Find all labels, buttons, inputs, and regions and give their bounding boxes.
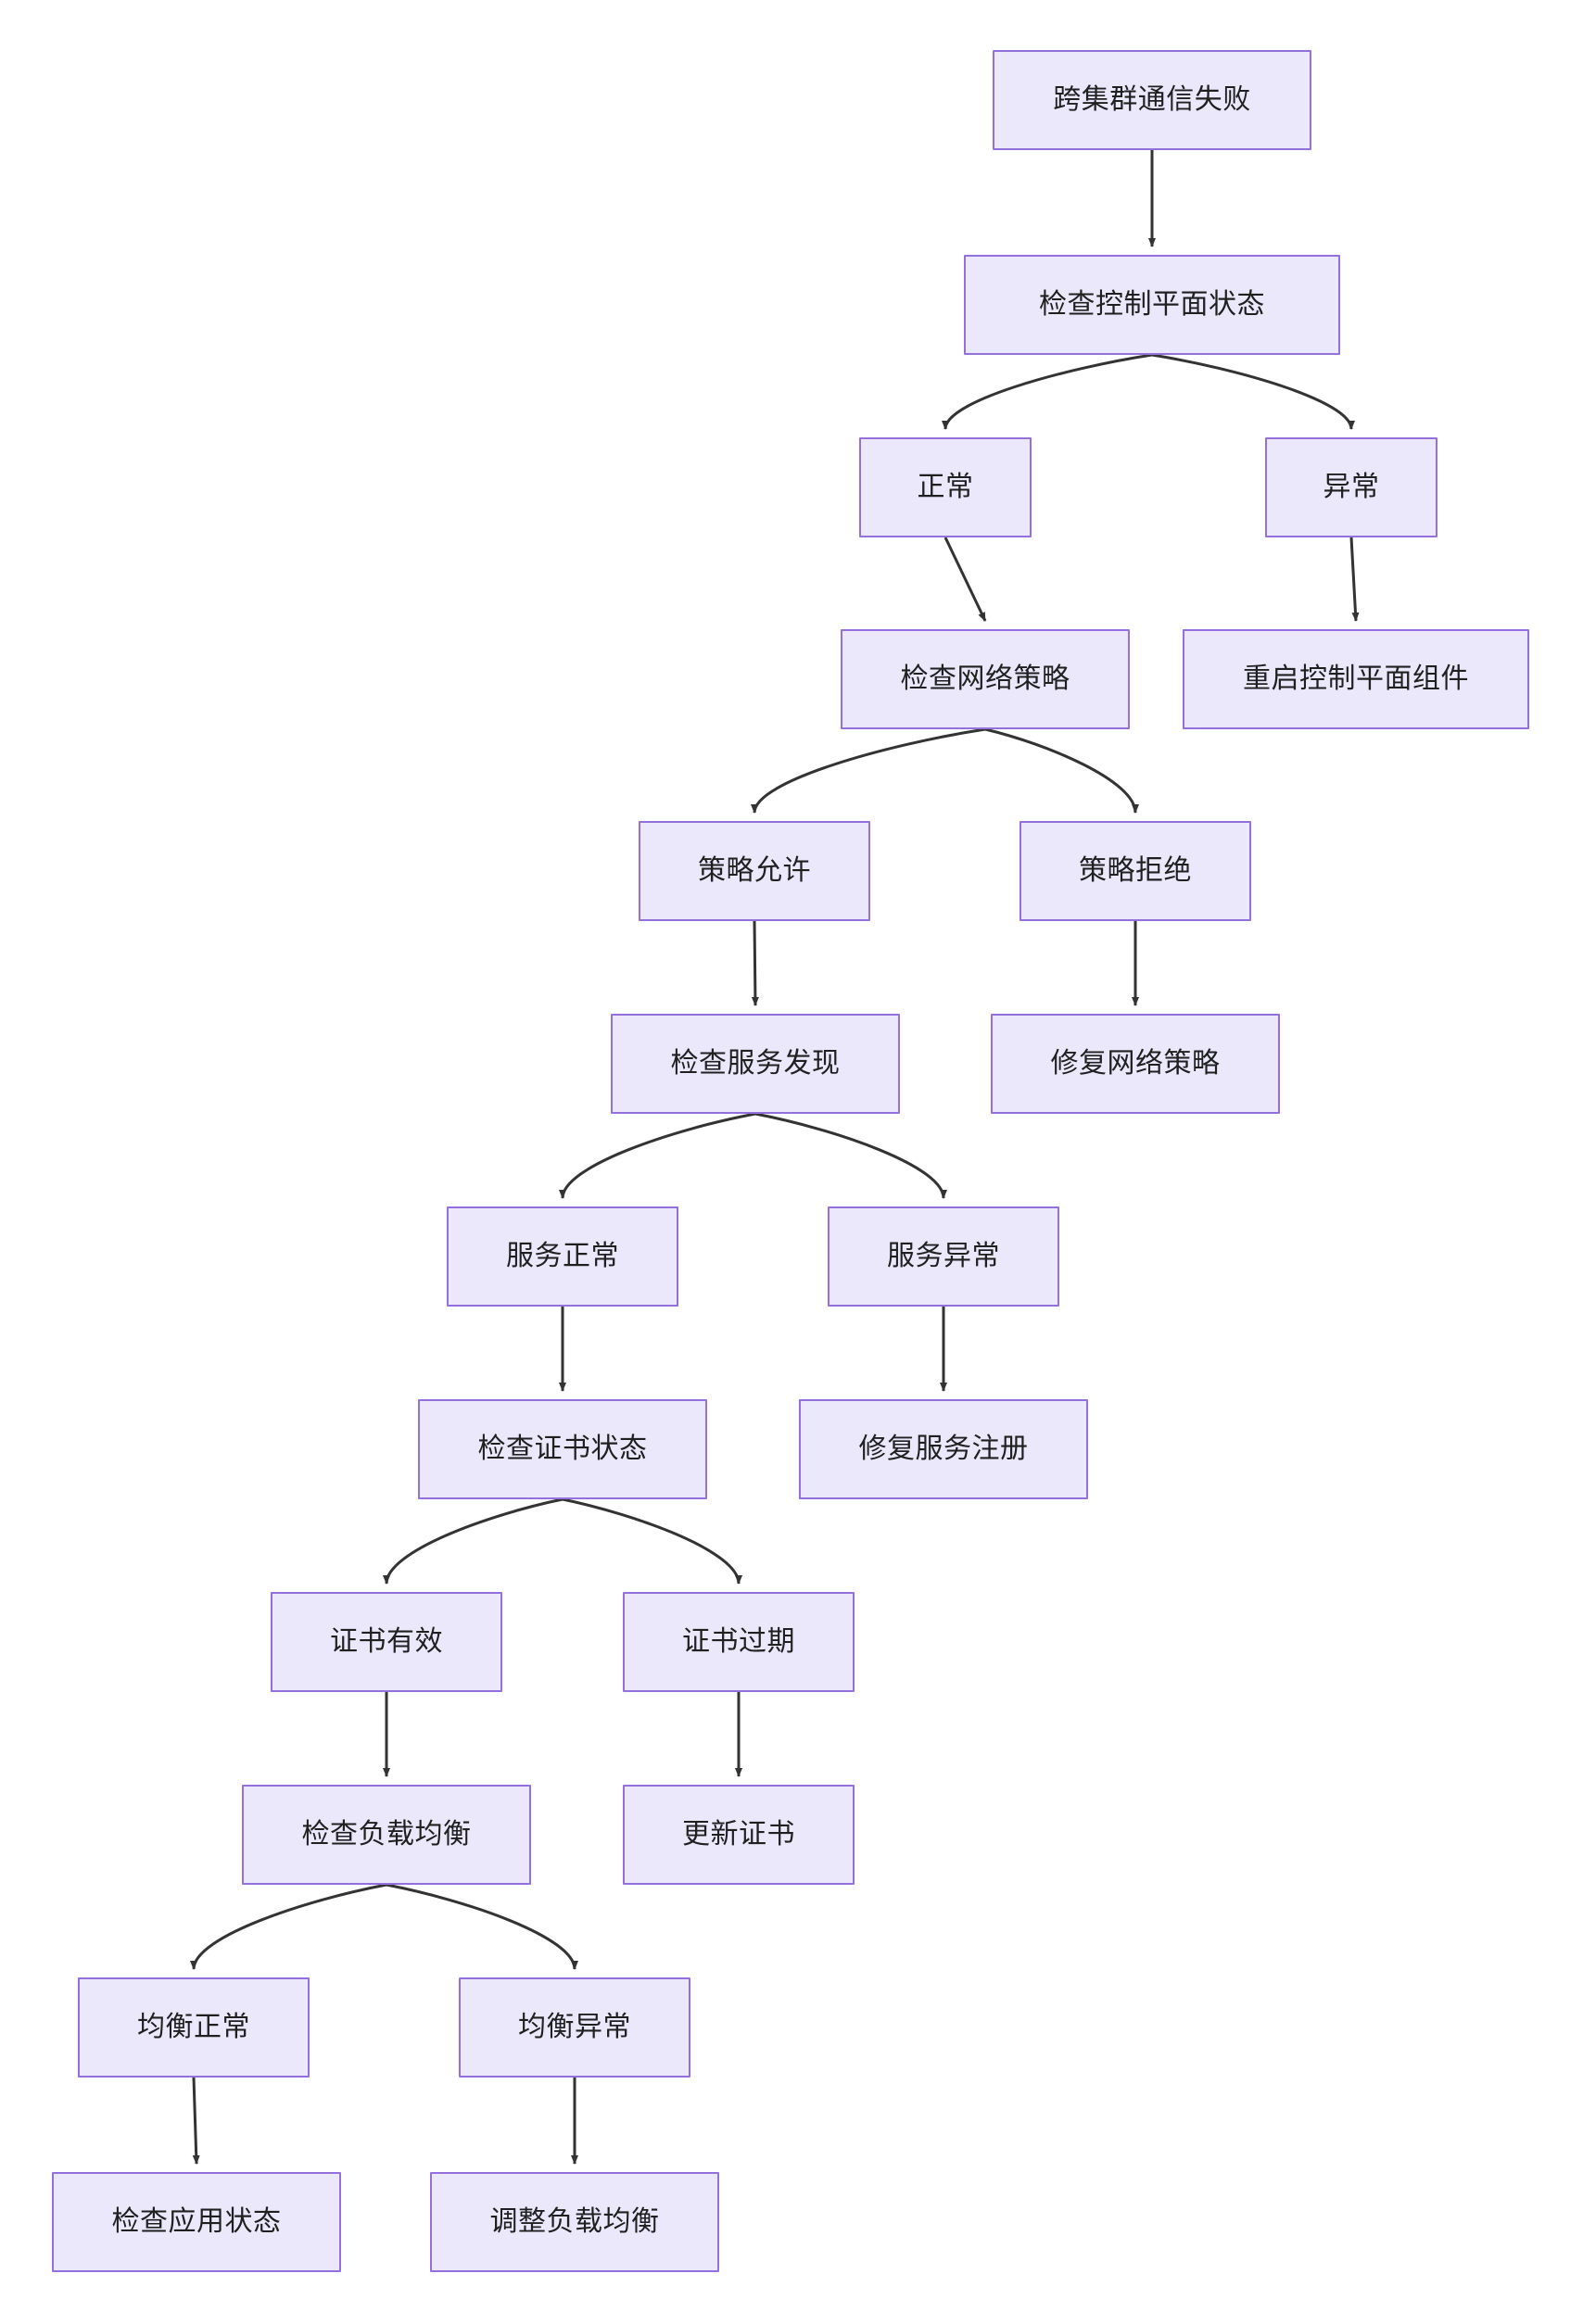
- flow-node-label: 检查应用状态: [111, 2206, 282, 2237]
- flow-node-n3[interactable]: 正常: [859, 437, 1032, 537]
- flow-edge-n5-to-n8: [984, 727, 1139, 814]
- flow-node-label: 检查网络策略: [900, 663, 1070, 694]
- flow-node-label: 策略允许: [698, 855, 811, 886]
- flow-node-label: 服务异常: [887, 1241, 1000, 1271]
- flow-node-n19[interactable]: 均衡正常: [78, 1977, 310, 2078]
- flow-node-n14[interactable]: 修复服务注册: [799, 1399, 1088, 1499]
- flow-node-n13[interactable]: 检查证书状态: [418, 1399, 707, 1499]
- flow-node-label: 证书有效: [330, 1626, 443, 1657]
- flow-edge-n9-to-n12: [754, 1112, 947, 1199]
- flow-edge-n2-to-n3: [942, 353, 1153, 430]
- flow-edge-n17-to-n19: [190, 1883, 387, 1970]
- flow-node-n5[interactable]: 检查网络策略: [841, 629, 1130, 729]
- flow-node-label: 跨集群通信失败: [1053, 84, 1251, 115]
- flow-node-n1[interactable]: 跨集群通信失败: [993, 50, 1311, 150]
- flow-node-label: 策略拒绝: [1079, 855, 1192, 886]
- flow-node-label: 检查服务发现: [670, 1048, 841, 1079]
- flow-node-label: 检查控制平面状态: [1039, 289, 1265, 320]
- flow-node-n7[interactable]: 策略允许: [639, 821, 870, 921]
- flow-edge-n7-to-n9: [751, 920, 759, 1006]
- flow-node-label: 均衡异常: [518, 2012, 631, 2042]
- flow-edge-n17-to-n20: [386, 1883, 578, 1970]
- flow-node-label: 调整负载均衡: [489, 2206, 660, 2237]
- flow-node-label: 更新证书: [682, 1819, 795, 1850]
- flow-node-label: 异常: [1323, 472, 1380, 502]
- flow-node-label: 均衡正常: [137, 2012, 250, 2042]
- flow-node-label: 证书过期: [682, 1626, 795, 1657]
- flow-node-n2[interactable]: 检查控制平面状态: [964, 255, 1340, 355]
- flow-edge-n13-to-n15: [383, 1497, 564, 1585]
- flow-node-label: 检查负载均衡: [301, 1819, 472, 1850]
- flow-node-label: 重启控制平面组件: [1243, 663, 1469, 694]
- flow-edge-n9-to-n11: [559, 1112, 756, 1199]
- flow-node-label: 服务正常: [506, 1241, 619, 1271]
- flow-node-label: 修复服务注册: [858, 1434, 1029, 1464]
- flow-node-n20[interactable]: 均衡异常: [459, 1977, 690, 2078]
- flow-node-label: 正常: [917, 472, 974, 502]
- flow-edge-n19-to-n21: [192, 2077, 200, 2165]
- flow-edge-n5-to-n7: [751, 727, 986, 814]
- flow-edge-n13-to-n16: [562, 1497, 742, 1585]
- flow-node-label: 检查证书状态: [477, 1434, 648, 1464]
- flow-node-n4[interactable]: 异常: [1265, 437, 1437, 537]
- flow-edge-n3-to-n5: [943, 537, 987, 622]
- flow-node-n15[interactable]: 证书有效: [271, 1592, 502, 1692]
- flow-node-n17[interactable]: 检查负载均衡: [242, 1785, 531, 1885]
- flow-node-n10[interactable]: 修复网络策略: [991, 1014, 1280, 1114]
- flow-edge-n2-to-n4: [1151, 353, 1355, 430]
- flow-node-n22[interactable]: 调整负载均衡: [430, 2172, 719, 2272]
- flow-node-n8[interactable]: 策略拒绝: [1019, 821, 1251, 921]
- flow-node-label: 修复网络策略: [1050, 1048, 1221, 1079]
- flow-node-n11[interactable]: 服务正常: [447, 1206, 678, 1307]
- flow-node-n21[interactable]: 检查应用状态: [52, 2172, 341, 2272]
- flow-node-n16[interactable]: 证书过期: [623, 1592, 855, 1692]
- flow-node-n9[interactable]: 检查服务发现: [611, 1014, 900, 1114]
- flow-node-n18[interactable]: 更新证书: [623, 1785, 855, 1885]
- flow-node-n6[interactable]: 重启控制平面组件: [1183, 629, 1529, 729]
- flow-edge-n4-to-n6: [1349, 537, 1360, 622]
- flow-node-n12[interactable]: 服务异常: [828, 1206, 1059, 1307]
